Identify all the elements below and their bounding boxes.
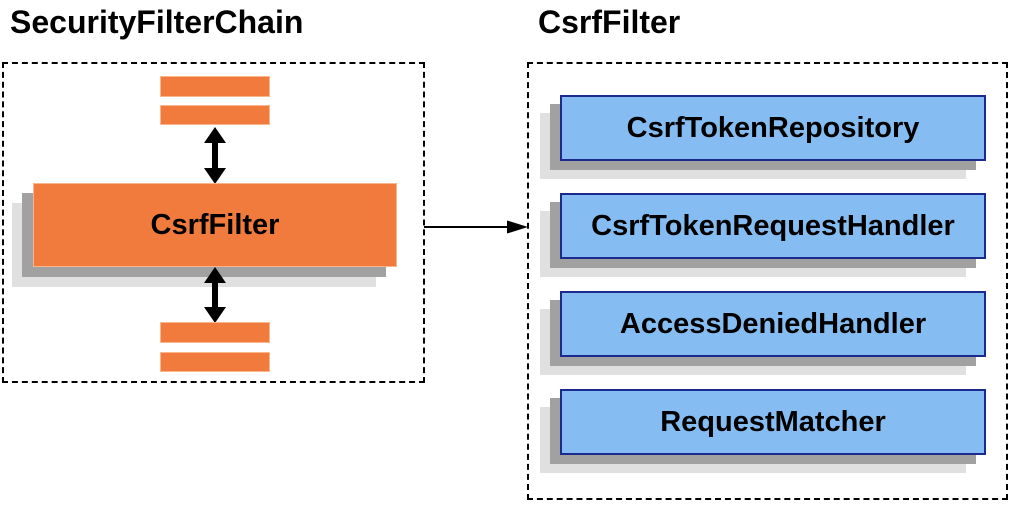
csrf-filter-components: CsrfTokenRepository CsrfTokenRequestHand…: [560, 95, 986, 455]
csrf-filter-panel: [527, 62, 1008, 500]
csrf-filter-box: CsrfFilter: [33, 183, 397, 267]
filter-bar-top-2: [160, 105, 270, 125]
component-box-csrf-token-repository: CsrfTokenRepository: [560, 95, 986, 161]
component-label: AccessDeniedHandler: [619, 307, 927, 340]
bidirectional-arrow-icon: [204, 127, 226, 184]
security-filter-chain-title: SecurityFilterChain: [10, 4, 304, 40]
filter-bar-bottom-1: [160, 322, 270, 343]
component-label: CsrfTokenRequestHandler: [591, 209, 955, 242]
component-box-csrf-token-request-handler: CsrfTokenRequestHandler: [560, 193, 986, 259]
filter-bar-bottom-2: [160, 352, 270, 372]
csrf-filter-title: CsrfFilter: [538, 4, 681, 40]
component-label: CsrfTokenRepository: [626, 111, 920, 144]
component-box-request-matcher: RequestMatcher: [560, 389, 986, 455]
component-box-access-denied-handler: AccessDeniedHandler: [560, 291, 986, 357]
right-arrow-icon: [424, 220, 528, 234]
filter-bar-top-1: [160, 76, 270, 97]
component-label: RequestMatcher: [660, 405, 886, 438]
security-filter-chain-panel: [2, 62, 425, 383]
csrf-filter-box-label: CsrfFilter: [150, 208, 280, 241]
bidirectional-arrow-icon: [204, 267, 226, 323]
